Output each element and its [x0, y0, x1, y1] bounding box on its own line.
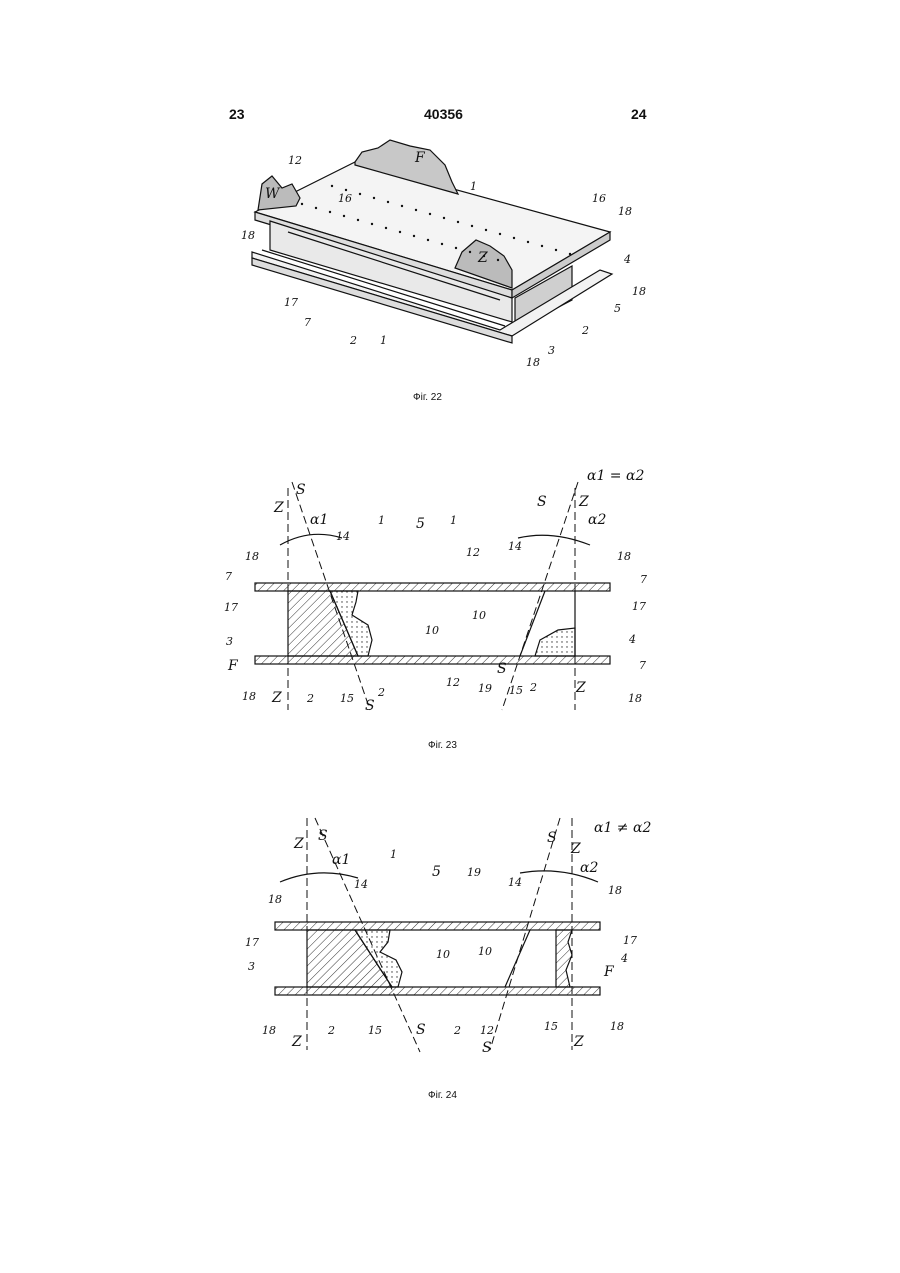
- fig24-label-15a: 15: [368, 1024, 382, 1037]
- fig24-label-Z4: Z: [570, 841, 581, 857]
- fig24-label-S4: S: [547, 830, 557, 846]
- fig24-label-S1: S: [318, 828, 328, 844]
- fig24-label-Z3: Z: [573, 1034, 584, 1050]
- fig24-label-18d: 18: [610, 1020, 624, 1033]
- fig24-label-S2: S: [416, 1022, 426, 1038]
- fig24-label-3: 3: [248, 960, 255, 973]
- fig24-relation: α1 ≠ α2: [594, 820, 651, 836]
- fig24-label-18a: 18: [268, 893, 282, 906]
- fig24-label-10b: 10: [478, 945, 492, 958]
- fig24-label-a2: α2: [580, 860, 598, 876]
- fig24-label-14a: 14: [354, 878, 368, 891]
- fig24-label-S3: S: [482, 1040, 492, 1056]
- fig24-label-F: F: [603, 964, 615, 980]
- fig24-label-2a: 2: [327, 1024, 335, 1037]
- fig24-label-10a: 10: [436, 948, 450, 961]
- fig24-label-2b: 2: [453, 1024, 461, 1037]
- fig24-label-Z1: Z: [293, 836, 304, 852]
- fig24-label-12: 12: [480, 1024, 494, 1037]
- fig24-label-1: 1: [390, 848, 397, 861]
- fig24-label-18c: 18: [608, 884, 622, 897]
- fig24-label-5: 5: [432, 864, 441, 880]
- figure-24-caption: Фіг. 24: [428, 1090, 457, 1101]
- fig24-label-14b: 14: [508, 876, 522, 889]
- fig24-label-19: 19: [467, 866, 481, 879]
- fig24-label-17a: 17: [245, 936, 259, 949]
- fig24-label-18b: 18: [262, 1024, 276, 1037]
- fig24-label-17b: 17: [623, 934, 637, 947]
- fig24-label-Z2: Z: [291, 1034, 302, 1050]
- fig24-label-a1: α1: [332, 852, 350, 868]
- fig24-label-15b: 15: [544, 1020, 558, 1033]
- fig24-label-4: 4: [620, 952, 628, 965]
